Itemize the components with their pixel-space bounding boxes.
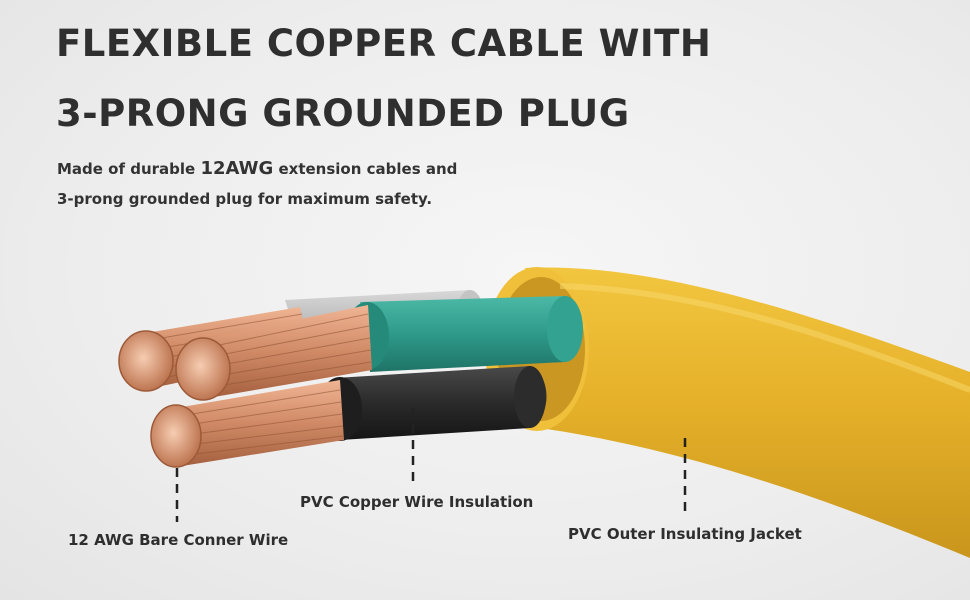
headline-line-2: 3-PRONG GROUNDED PLUG	[56, 92, 630, 135]
hot-insulated-wire	[318, 366, 547, 441]
bare-copper-conductor-3	[150, 380, 344, 468]
bare-copper-conductor-2	[175, 305, 372, 401]
callout-bare-wire: 12 AWG Bare Conner Wire	[68, 531, 289, 549]
headline-line-1: FLEXIBLE COPPER CABLE WITH	[56, 22, 712, 65]
callout-leader-lines	[175, 408, 687, 522]
description-awg-highlight: 12AWG	[200, 158, 274, 179]
callout-copper-insulation: PVC Copper Wire Insulation	[300, 493, 534, 511]
callout-outer-jacket: PVC Outer Insulating Jacket	[568, 525, 802, 543]
description-text-pre: Made of durable	[57, 160, 201, 178]
ground-insulated-wire	[345, 296, 583, 372]
description-line-1: Made of durable 12AWG extension cables a…	[57, 158, 457, 179]
description-line-2: 3-prong grounded plug for maximum safety…	[57, 190, 433, 208]
description-text-post: extension cables and	[273, 160, 458, 178]
